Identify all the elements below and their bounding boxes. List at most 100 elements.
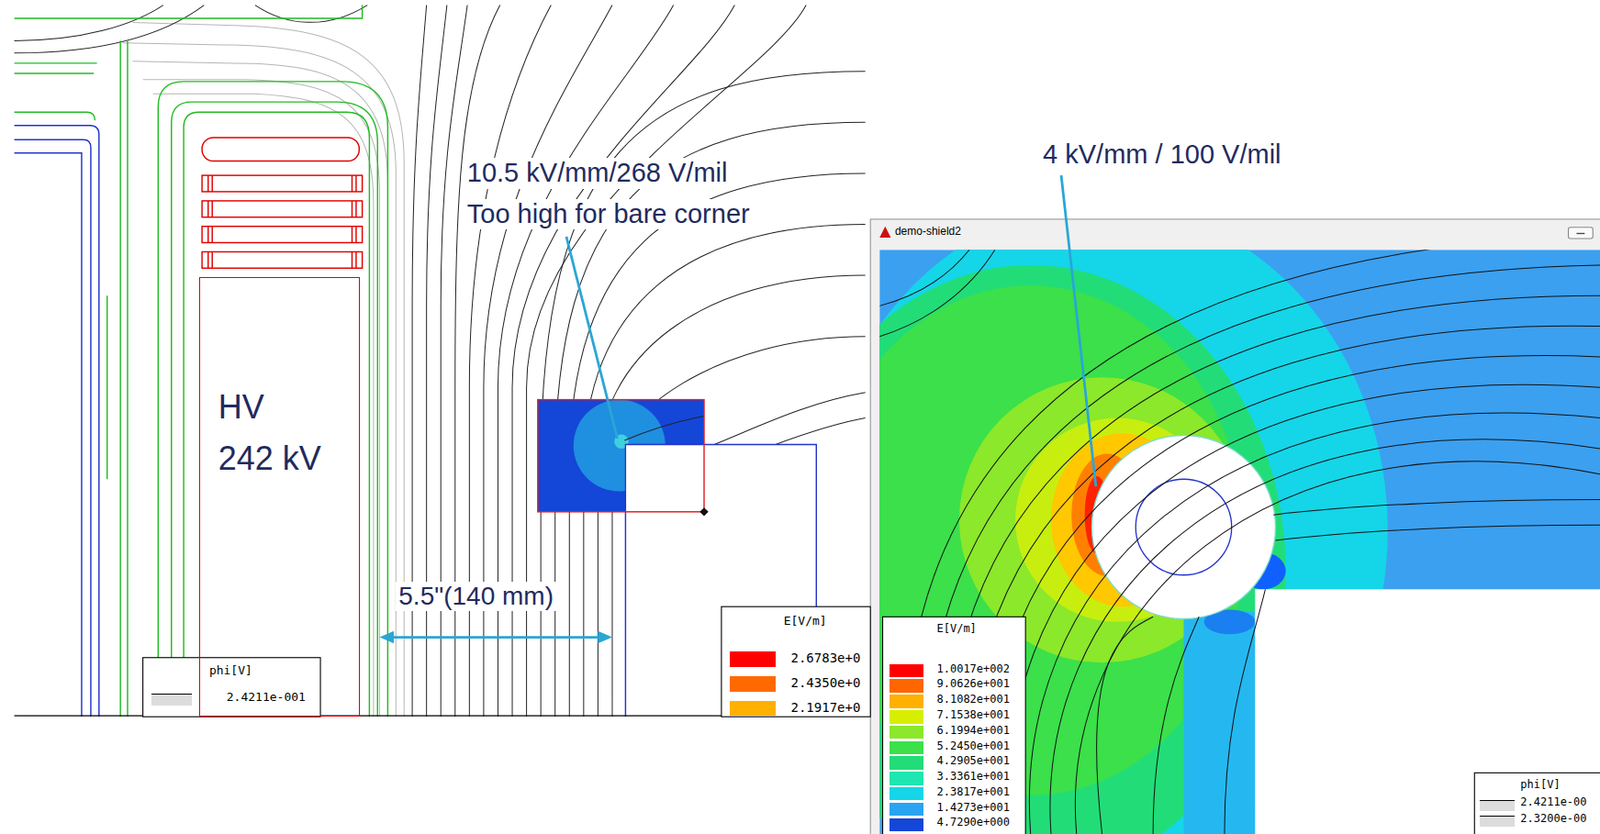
equipotential (1224, 589, 1265, 834)
winding-sections (201, 137, 363, 269)
equipotential (946, 295, 1600, 834)
minimize-button (1568, 227, 1594, 239)
legend-boxes (143, 606, 1600, 834)
disc-ticks (208, 175, 357, 269)
legend-value: 5.2450e+001 (937, 740, 1010, 754)
field-line (612, 336, 866, 717)
equipotential (987, 356, 1600, 834)
equipotential (925, 265, 1600, 834)
shield-outline (14, 62, 98, 64)
legend-value: 1.4273e+001 (937, 802, 1010, 816)
legend-line-sample (1479, 800, 1515, 812)
shield-outline (183, 111, 370, 717)
equipotential (1275, 525, 1600, 541)
dimension-label: 5.5"(140 mm) (395, 581, 557, 612)
field-line (14, 5, 164, 42)
field-line (122, 43, 396, 718)
dimension-line (390, 636, 603, 639)
legend-box (1474, 772, 1600, 834)
shield-outline (171, 101, 379, 717)
shield-corner (625, 445, 705, 513)
legend-swatch (889, 710, 924, 725)
legend-line-sample (1479, 816, 1515, 828)
legend-swatch (889, 664, 924, 679)
shield-outline (119, 40, 121, 717)
field-line (775, 418, 866, 446)
equipotential (1008, 384, 1600, 834)
legend-box (883, 616, 1027, 834)
shield-insulation (1091, 436, 1276, 620)
field-callout: 10.5 kV/mm/268 V/mil (464, 157, 731, 189)
legend-title: E[V/m] (937, 623, 977, 637)
field-map (879, 249, 1600, 834)
legend-value: 4.2905e+001 (937, 755, 1010, 769)
winding-disc (201, 175, 363, 192)
leader-line (566, 236, 618, 439)
legend-swatch (729, 701, 776, 717)
dimension-arrowhead (597, 631, 613, 644)
core-line (14, 125, 100, 718)
field-line (255, 5, 368, 23)
winding-name: HV (218, 388, 265, 426)
field-line (624, 415, 705, 441)
core-line (14, 153, 82, 718)
legend-swatch (889, 756, 924, 771)
shield-outline (14, 111, 96, 121)
corner-marker (699, 507, 708, 516)
legend-value: 6.1994e+001 (937, 725, 1010, 739)
legend-value: 9.0626e+001 (937, 678, 1010, 692)
ground-plane (1254, 589, 1600, 834)
legend-swatch (889, 679, 924, 694)
legend-line-sample (151, 693, 193, 706)
legend-value: 2.4350e+0 (791, 675, 862, 691)
solver-window (775, 175, 1600, 834)
field-line (714, 392, 866, 446)
winding-disc (201, 226, 363, 244)
leader-line (1061, 175, 1097, 487)
legend-swatch (889, 818, 924, 833)
legend-value: 2.4211e-00 (1520, 796, 1587, 810)
annotations-left (380, 236, 618, 644)
shield-outline (126, 40, 128, 717)
shield-outline (14, 5, 363, 19)
legend-swatch (889, 726, 924, 740)
shield-outline (14, 72, 95, 74)
legend-value: 2.1917e+0 (791, 700, 862, 716)
field-line (133, 61, 389, 718)
field-line (143, 79, 381, 718)
legend-box (721, 606, 871, 717)
field-region (879, 265, 1286, 834)
minimize-glyph (1576, 233, 1585, 235)
field-line (153, 93, 374, 717)
core-line (14, 139, 91, 717)
grey-field-lines (122, 22, 404, 717)
field-region (1183, 612, 1255, 834)
equipotential (1029, 413, 1600, 834)
legend-value: 7.1538e+001 (937, 709, 1010, 723)
winding-disc (201, 251, 363, 269)
core-outline (14, 125, 100, 718)
equipotential (967, 325, 1600, 834)
legend-swatch (729, 651, 776, 668)
zoom-fill (537, 400, 705, 513)
zoom-box (537, 400, 709, 517)
legend-value: 8.1082e+001 (937, 693, 1010, 707)
legend-title: phi[V] (1520, 779, 1560, 793)
equipotential (1152, 616, 1199, 834)
legend-swatch (729, 676, 776, 693)
legend-value: 2.6783e+0 (791, 650, 862, 666)
legend-value: 2.3200e-00 (1520, 813, 1587, 827)
winding-disc (201, 201, 363, 218)
equipotential (879, 249, 970, 306)
legend-value: 1.0017e+002 (937, 663, 1010, 677)
window-title: demo-shield2 (895, 225, 962, 239)
legend-swatch (889, 787, 924, 802)
legend-value: 3.3361e+001 (937, 771, 1010, 784)
equipotential (1273, 500, 1600, 516)
field-line (14, 5, 205, 54)
field-callout: Too high for bare corner (464, 199, 753, 230)
legend-box (143, 658, 321, 717)
legend-swatch (889, 741, 924, 756)
zoom-content (573, 400, 705, 513)
